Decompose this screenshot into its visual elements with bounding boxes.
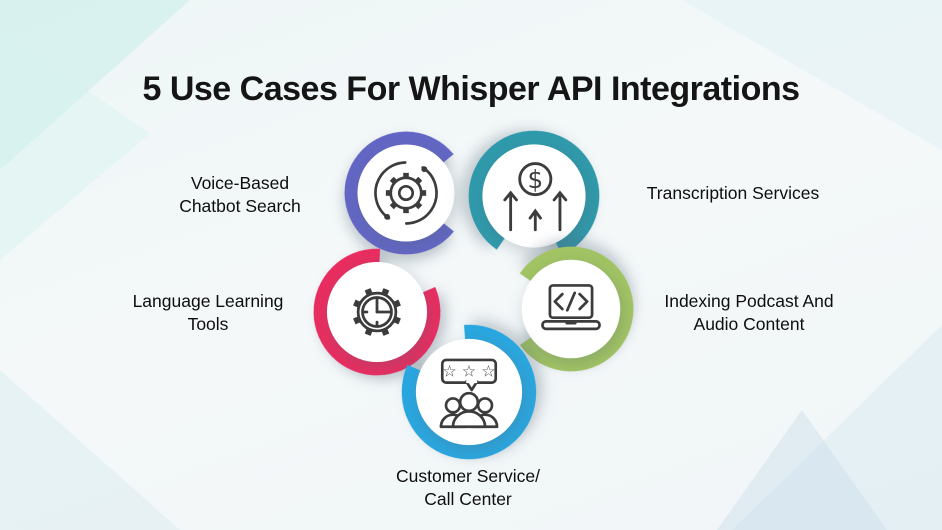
label-voice-chatbot: Voice-Based Chatbot Search bbox=[179, 173, 301, 216]
ring-arc bbox=[468, 130, 600, 262]
ring-transcription: $ bbox=[467, 129, 601, 263]
svg-text:$: $ bbox=[527, 165, 543, 194]
ring-podcast-indexing bbox=[507, 245, 635, 373]
ring-arc bbox=[344, 131, 468, 255]
ring-customer-service: ☆ ☆ ☆ bbox=[400, 323, 538, 461]
svg-text:☆ ☆ ☆: ☆ ☆ ☆ bbox=[442, 362, 495, 381]
ring-inner-circle bbox=[521, 259, 621, 359]
label-language-learning: Language Learning Tools bbox=[132, 291, 284, 334]
background-triangle bbox=[732, 325, 942, 530]
dollar-growth-icon: $ bbox=[492, 154, 575, 237]
label-customer-service: Customer Service/ Call Center bbox=[396, 466, 540, 509]
background-triangle bbox=[717, 410, 887, 530]
ring-language-learning bbox=[312, 247, 442, 377]
page-title: 5 Use Cases For Whisper API Integrations bbox=[142, 70, 800, 108]
ring-arc bbox=[508, 246, 634, 372]
gear-clock-icon bbox=[337, 272, 418, 353]
label-transcription: Transcription Services bbox=[646, 183, 820, 203]
ring-voice-chatbot bbox=[343, 130, 469, 256]
background-triangle bbox=[0, 370, 180, 530]
customers-review-icon: ☆ ☆ ☆ bbox=[426, 349, 512, 435]
laptop-code-icon bbox=[531, 269, 610, 348]
gear-sync-icon bbox=[367, 154, 445, 232]
label-podcast-indexing: Indexing Podcast And Audio Content bbox=[664, 291, 834, 334]
background-triangle bbox=[0, 30, 150, 260]
